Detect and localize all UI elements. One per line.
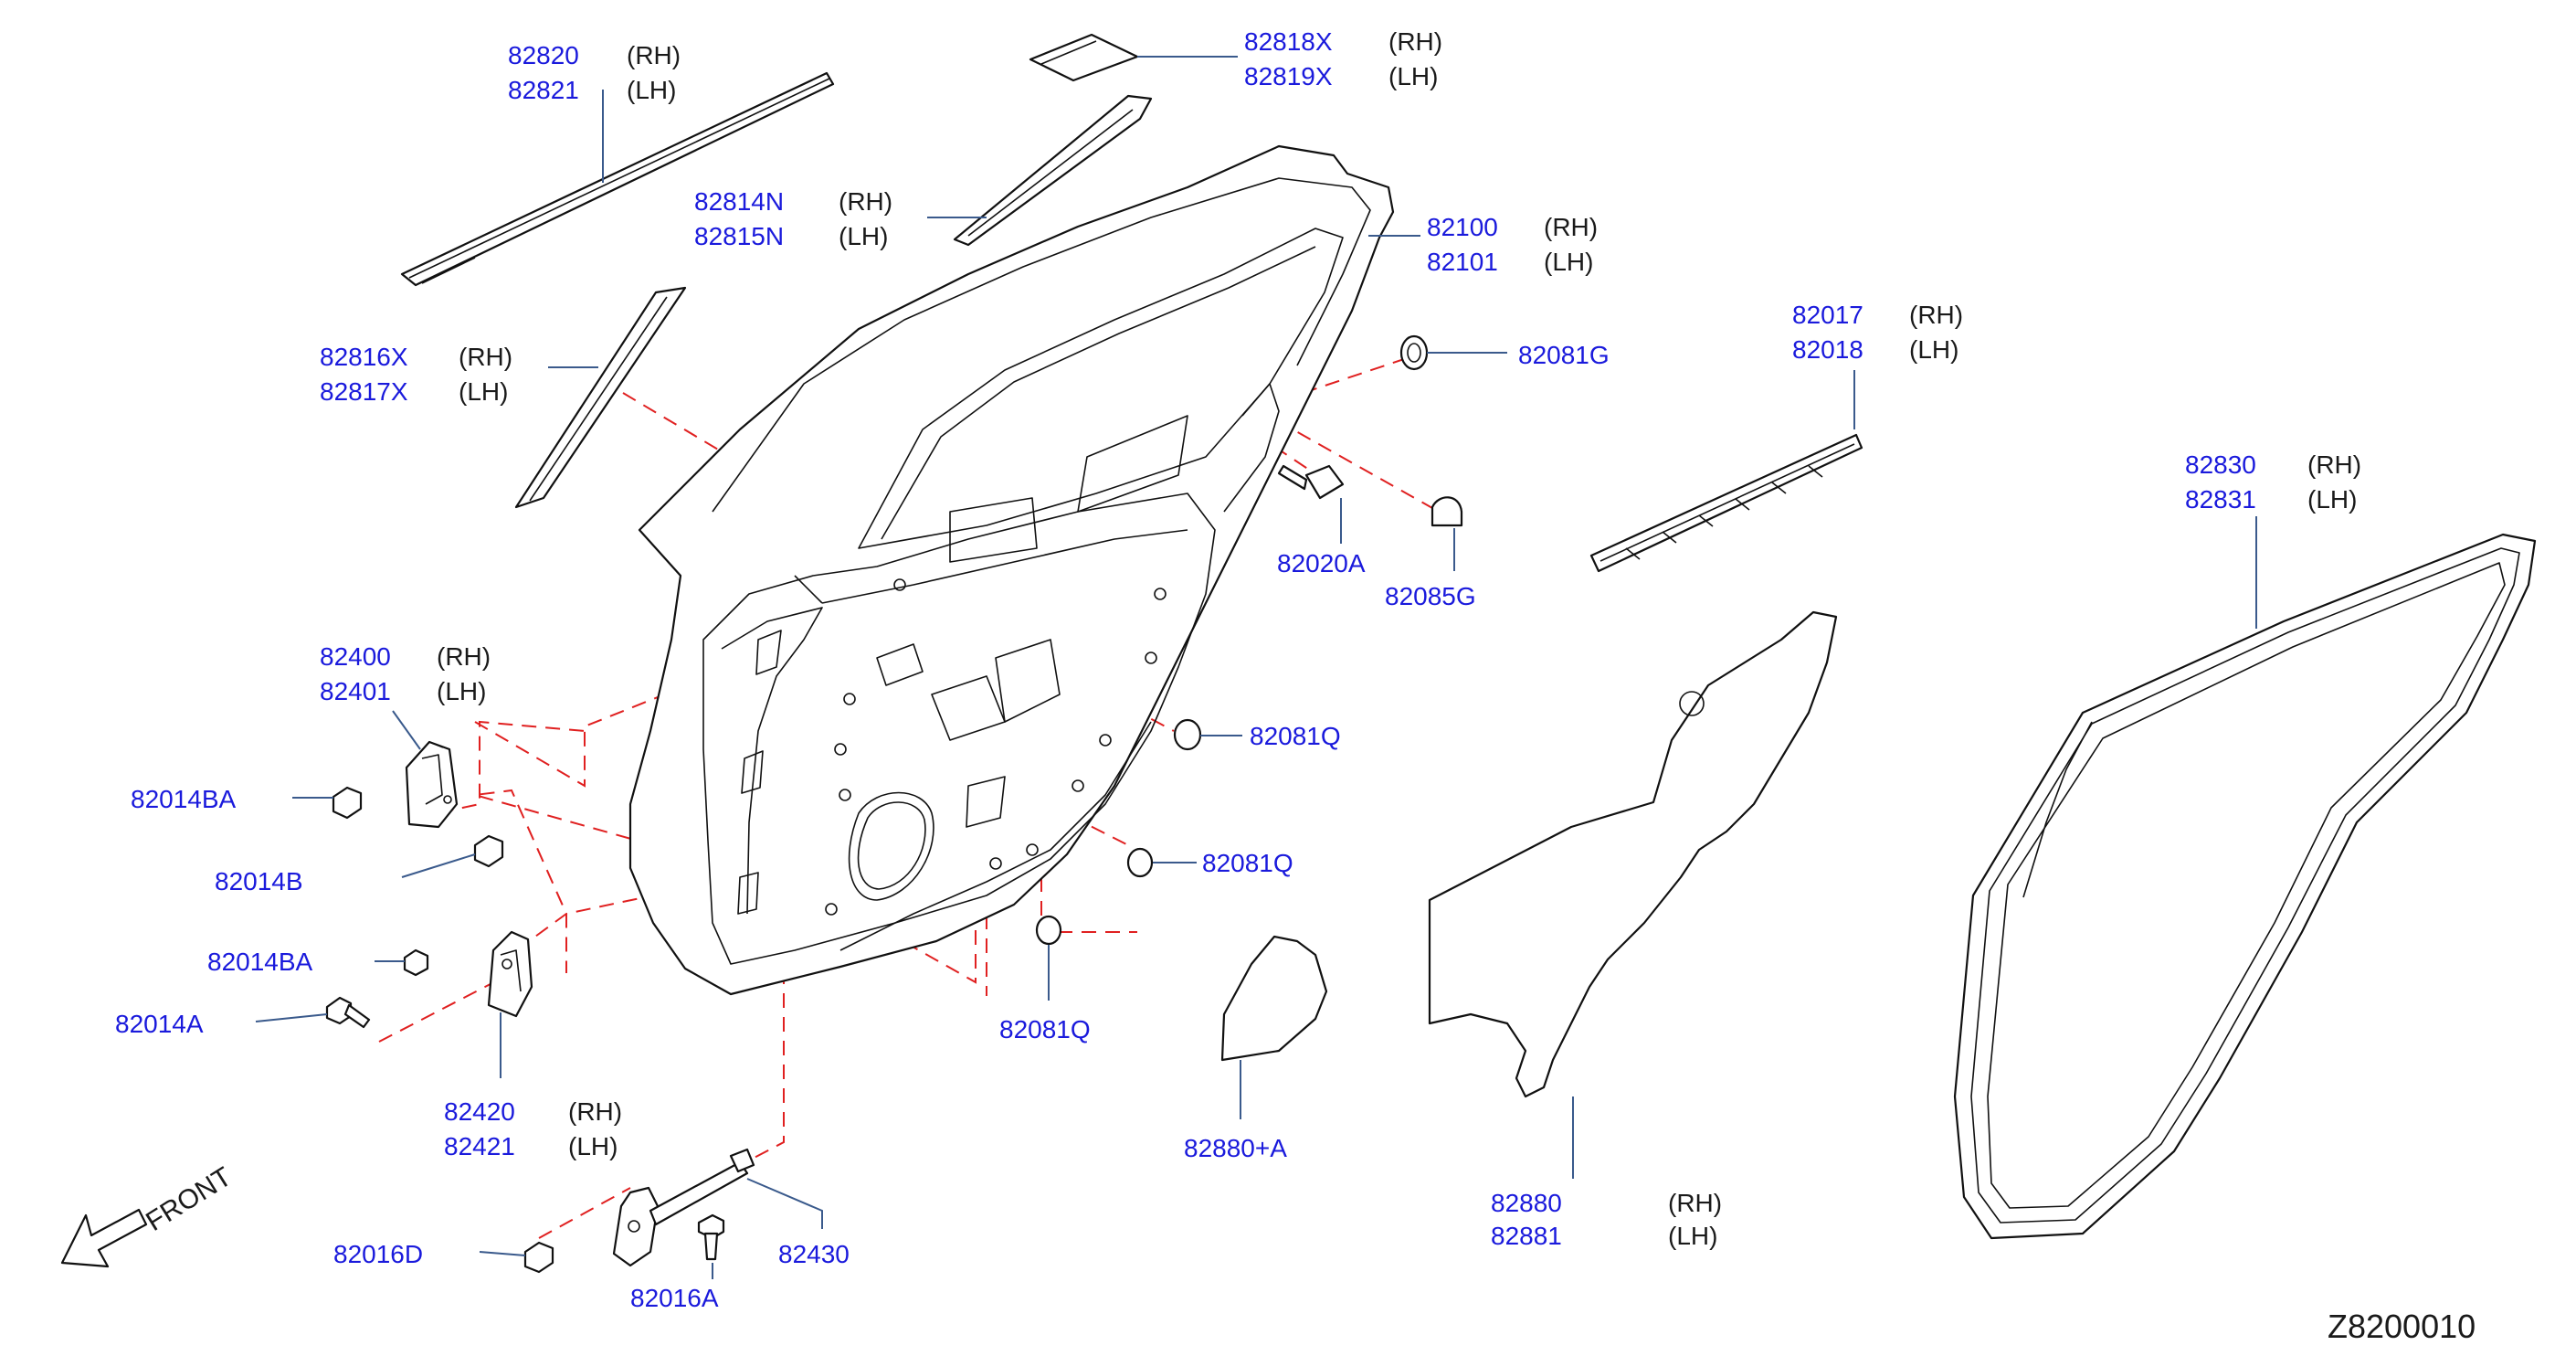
- label-82814n: 82814N: [694, 187, 784, 216]
- side-rh: (RH): [1388, 27, 1442, 56]
- label-82819x: 82819X: [1244, 62, 1333, 90]
- side-rh: (RH): [568, 1097, 622, 1126]
- label-82831: 82831: [2185, 485, 2256, 514]
- side-rh: (RH): [2307, 450, 2361, 479]
- label-82081g: 82081G: [1518, 341, 1610, 369]
- small-sealing-screen: [1220, 935, 1328, 1062]
- side-rh: (RH): [1544, 213, 1598, 241]
- nut-82014ba-upper: [332, 786, 363, 820]
- leader-lines: [255, 56, 2257, 1279]
- corner-trim: [1029, 33, 1139, 82]
- side-lh: (LH): [1388, 62, 1438, 90]
- label-82014ba-lower: 82014BA: [207, 948, 313, 976]
- upper-hinge: [405, 740, 459, 829]
- label-82401: 82401: [320, 677, 391, 705]
- label-82816x: 82816X: [320, 343, 408, 371]
- label-82020a: 82020A: [1277, 549, 1366, 577]
- label-82400: 82400: [320, 642, 391, 671]
- side-lh: (LH): [437, 677, 486, 705]
- label-82014ba-upper: 82014BA: [131, 785, 237, 813]
- label-82821: 82821: [508, 76, 579, 104]
- grommet-82081g: [1399, 334, 1429, 371]
- label-82421: 82421: [444, 1132, 515, 1160]
- sash-tape-front: [514, 286, 687, 509]
- side-rh: (RH): [437, 642, 491, 671]
- label-82014b: 82014B: [215, 867, 303, 895]
- bolt-82016d: [523, 1241, 554, 1274]
- side-lh: (LH): [1544, 248, 1593, 276]
- label-82016a: 82016A: [630, 1284, 719, 1312]
- label-82818x: 82818X: [1244, 27, 1333, 56]
- label-82017: 82017: [1792, 301, 1863, 329]
- side-rh: (RH): [839, 187, 892, 216]
- label-82880a: 82880+A: [1184, 1134, 1287, 1162]
- label-82817x: 82817X: [320, 377, 408, 406]
- bolt-82014a: [325, 996, 371, 1029]
- label-82815n: 82815N: [694, 222, 784, 250]
- outside-molding-strip: [1589, 433, 1863, 573]
- label-82081q-3: 82081Q: [999, 1015, 1091, 1043]
- label-82081q-1: 82081Q: [1250, 722, 1341, 750]
- bolt-82020a: [1277, 464, 1345, 500]
- label-82016d: 82016D: [333, 1240, 423, 1268]
- cap-82085g: [1431, 496, 1463, 527]
- door-panel: [628, 144, 1395, 996]
- label-82100: 82100: [1427, 213, 1498, 241]
- label-82101: 82101: [1427, 248, 1498, 276]
- plug-82081q: [1035, 718, 1202, 946]
- label-82018: 82018: [1792, 335, 1863, 364]
- door-check-link: [612, 1148, 755, 1267]
- label-82430: 82430: [778, 1240, 850, 1268]
- side-rh: (RH): [1668, 1189, 1722, 1217]
- bolt-82016a: [697, 1213, 725, 1261]
- label-82880: 82880: [1491, 1189, 1562, 1217]
- side-lh: (LH): [568, 1132, 618, 1160]
- side-lh: (LH): [2307, 485, 2357, 514]
- side-lh: (LH): [1909, 335, 1958, 364]
- nut-82014b: [473, 834, 504, 868]
- door-weatherstrip: [1953, 533, 2537, 1240]
- front-direction-arrow: [60, 1208, 148, 1268]
- side-lh: (LH): [839, 222, 888, 250]
- part-labels: 82820 (RH) 82821 (LH) 82818X (RH) 82819X…: [115, 27, 2476, 1345]
- label-82420: 82420: [444, 1097, 515, 1126]
- diagram-code: Z8200010: [2328, 1308, 2476, 1345]
- label-82830: 82830: [2185, 450, 2256, 479]
- nut-82014ba-lower: [403, 948, 429, 977]
- side-lh: (LH): [1668, 1222, 1717, 1250]
- label-82881: 82881: [1491, 1222, 1562, 1250]
- label-82081q-2: 82081Q: [1202, 849, 1293, 877]
- side-lh: (LH): [627, 76, 676, 104]
- sealing-screen: [1428, 610, 1838, 1098]
- side-lh: (LH): [459, 377, 508, 406]
- side-rh: (RH): [627, 41, 681, 69]
- label-82085g: 82085G: [1385, 582, 1476, 610]
- front-label: FRONT: [141, 1161, 237, 1237]
- sash-tape-rear: [953, 94, 1153, 247]
- label-82820: 82820: [508, 41, 579, 69]
- side-rh: (RH): [459, 343, 512, 371]
- belt-molding-outer: [400, 71, 835, 287]
- lower-hinge: [487, 930, 533, 1018]
- side-rh: (RH): [1909, 301, 1963, 329]
- label-82014a: 82014A: [115, 1010, 204, 1038]
